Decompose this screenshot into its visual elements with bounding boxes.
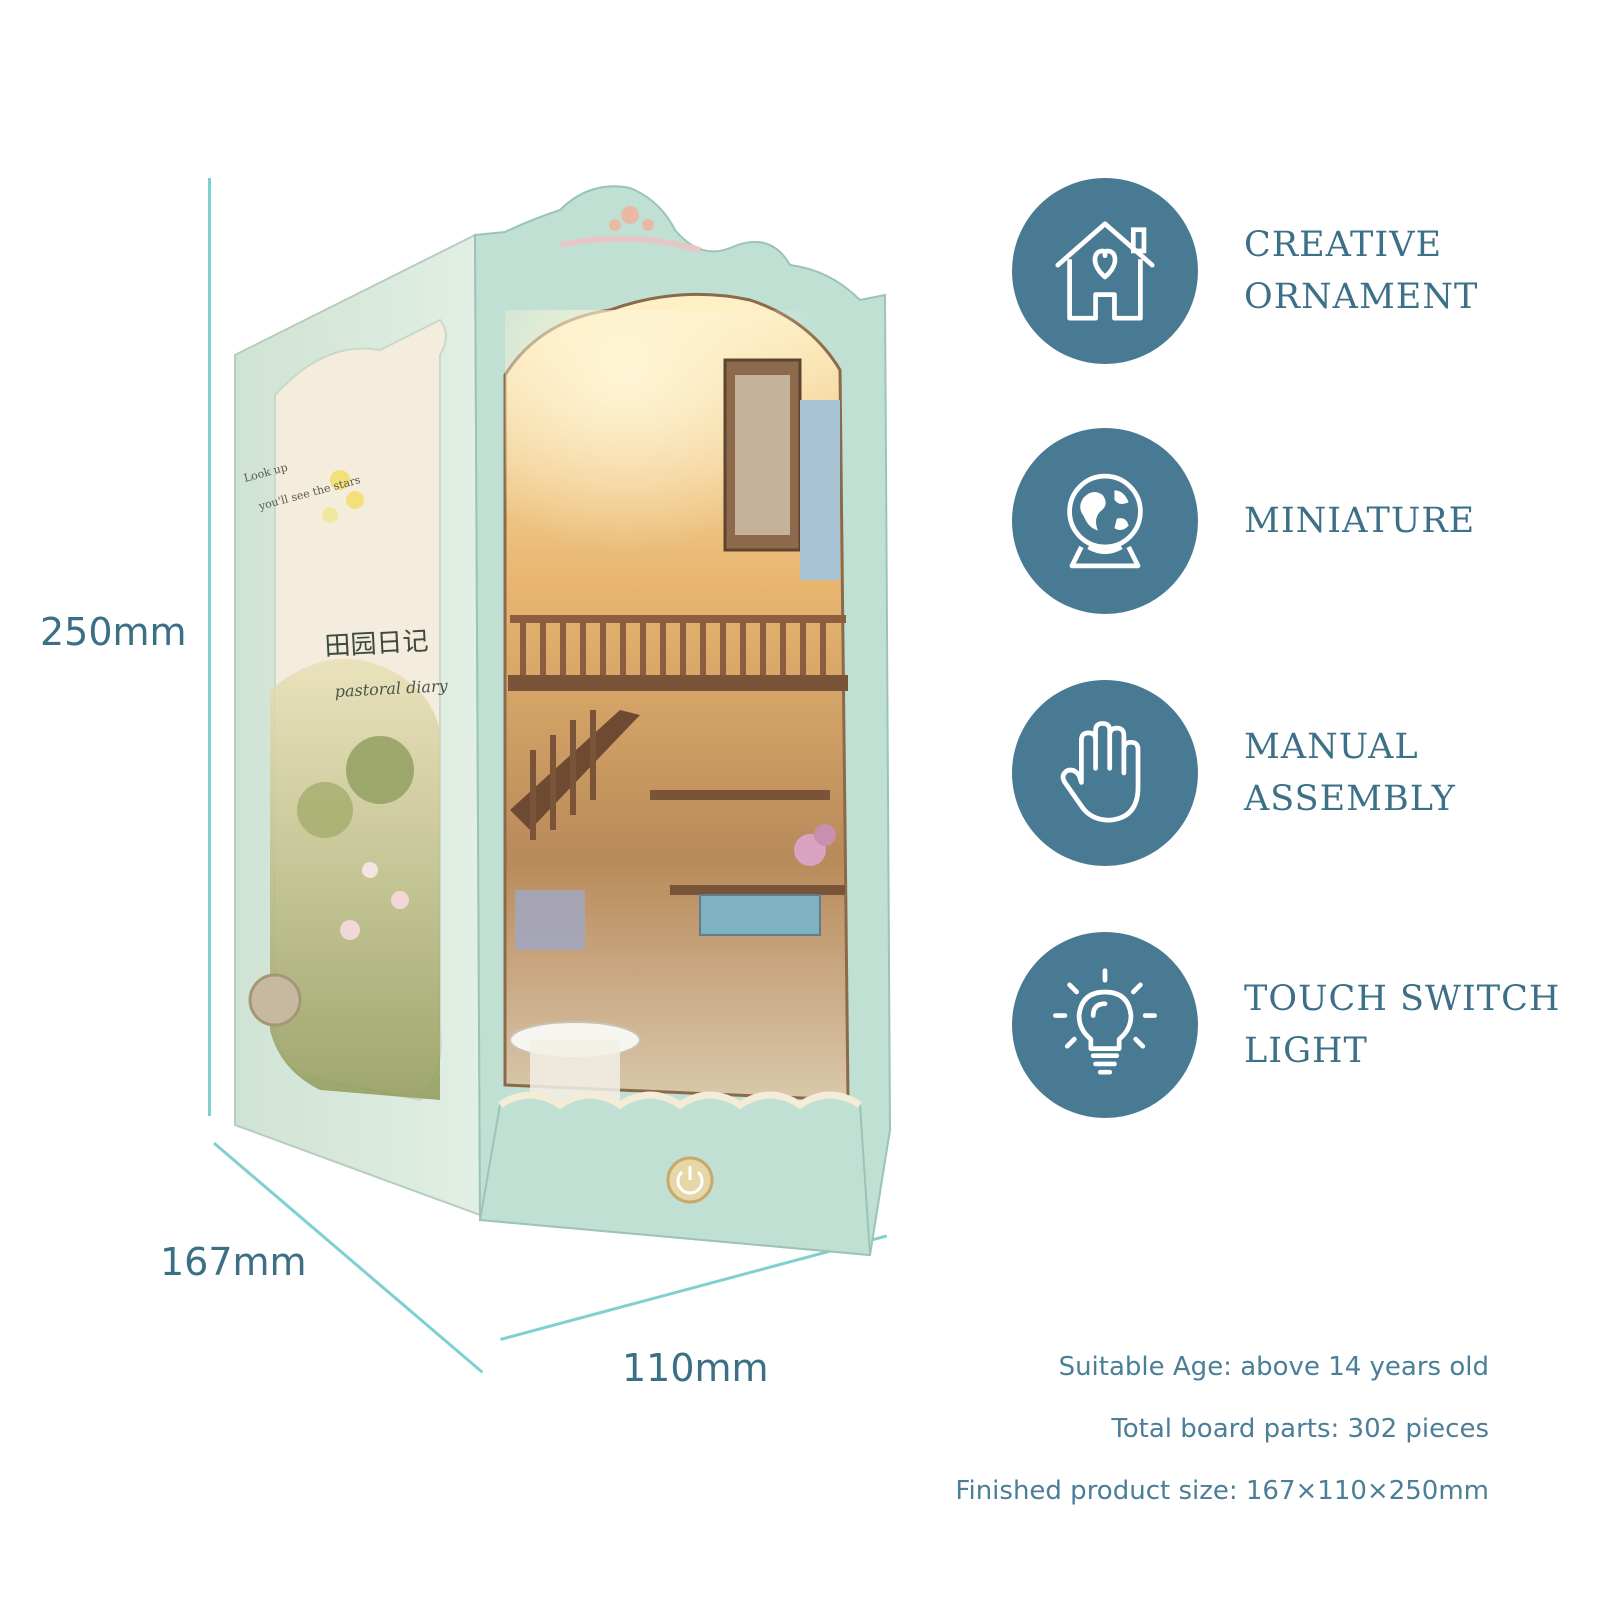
feature-label: MANUAL ASSEMBLY <box>1244 721 1574 825</box>
balcony-railing <box>510 615 846 675</box>
feature-touch-switch-light: TOUCH SWITCH LIGHT <box>1012 932 1572 1118</box>
feature-icon-circle <box>1012 680 1198 866</box>
feature-label-line1: MINIATURE <box>1244 501 1476 541</box>
height-label: 250mm <box>40 610 187 654</box>
spec-board-parts: Total board parts: 302 pieces <box>1111 1414 1489 1444</box>
feature-label-line1: CREATIVE <box>1244 225 1443 265</box>
depth-label: 167mm <box>160 1240 307 1284</box>
spec-product-size: Finished product size: 167×110×250mm <box>955 1476 1489 1506</box>
feature-label: CREATIVE ORNAMENT <box>1244 219 1574 323</box>
spec-suitable-age: Suitable Age: above 14 years old <box>1058 1352 1489 1382</box>
feature-creative-ornament: CREATIVE ORNAMENT <box>1012 178 1572 364</box>
hand-icon <box>1060 721 1141 823</box>
lower-shelf <box>650 790 830 800</box>
book-nook-product-image: Look up you'll see the stars 田园日记 pastor… <box>230 170 910 1350</box>
house-heart-icon <box>1055 221 1155 321</box>
feature-label-line1: MANUAL <box>1244 727 1419 767</box>
width-label: 110mm <box>622 1346 769 1390</box>
feature-icon-circle <box>1012 428 1198 614</box>
balcony-floor <box>508 675 848 691</box>
garden-artwork <box>270 658 440 1100</box>
feature-icon-circle <box>1012 932 1198 1118</box>
feature-label-line2: ASSEMBLY <box>1244 779 1456 819</box>
feature-miniature: MINIATURE <box>1012 428 1572 614</box>
feature-label: MINIATURE <box>1244 495 1574 547</box>
feature-manual-assembly: MANUAL ASSEMBLY <box>1012 680 1572 866</box>
feature-label-line2: ORNAMENT <box>1244 277 1479 317</box>
globe-icon <box>1067 473 1143 569</box>
book-nook-illustration: Look up you'll see the stars 田园日记 pastor… <box>234 185 892 1257</box>
feature-label: TOUCH SWITCH LIGHT <box>1244 973 1574 1077</box>
height-dimension-line <box>208 178 211 1116</box>
cover-title-cn: 田园日记 <box>324 627 429 662</box>
lightbulb-icon <box>1053 968 1157 1075</box>
feature-label-line2: LIGHT <box>1244 1031 1368 1071</box>
blue-drawers <box>699 894 821 936</box>
feature-label-line1: TOUCH SWITCH <box>1244 979 1561 1019</box>
feature-icon-circle <box>1012 178 1198 364</box>
